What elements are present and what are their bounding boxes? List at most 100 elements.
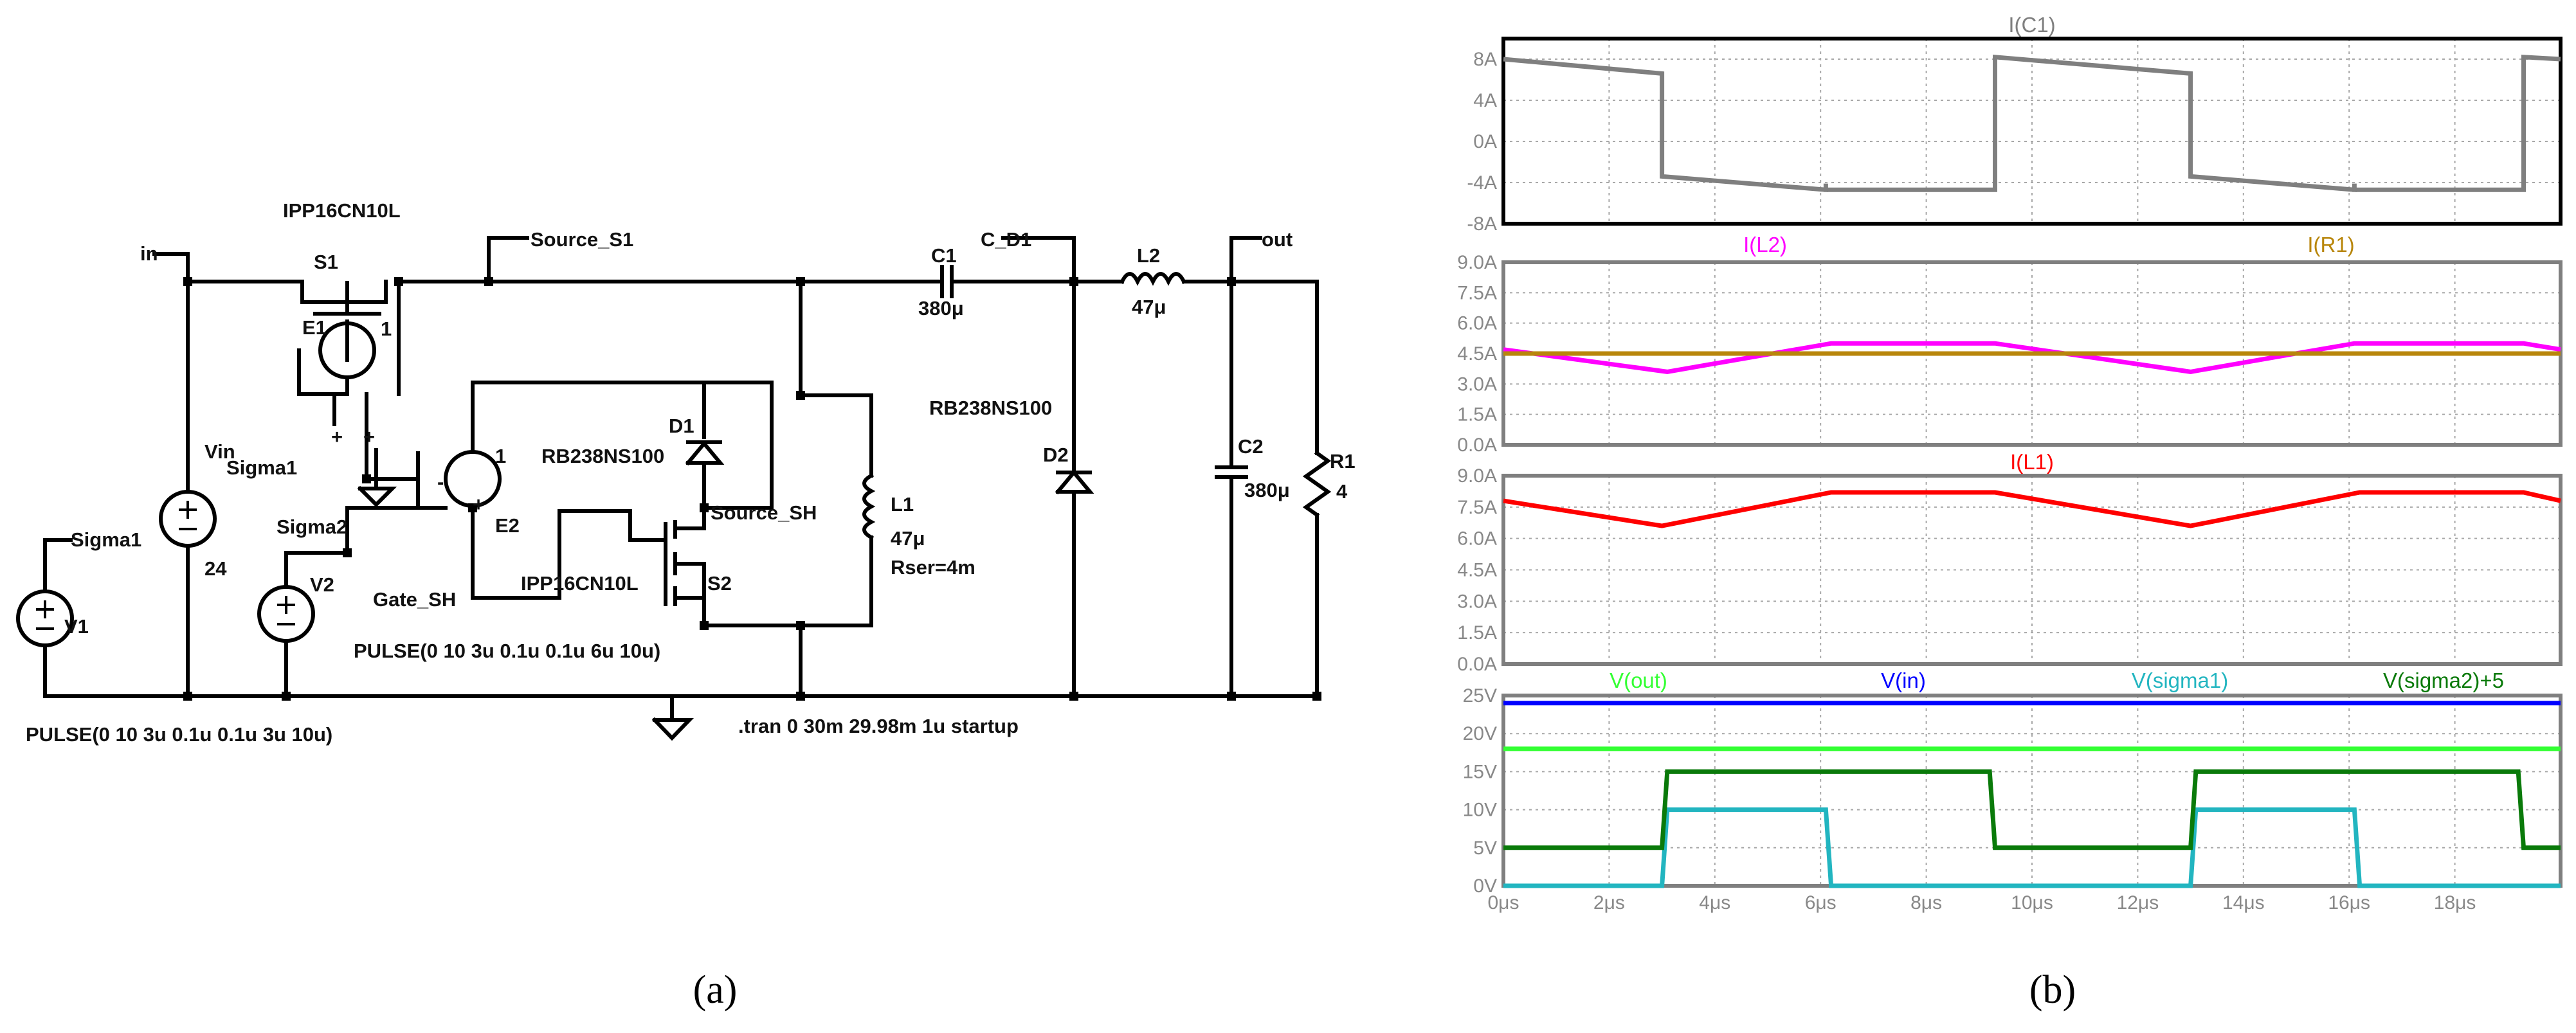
label-d1: D1 [669, 415, 694, 437]
y-tick-label: 1.5A [1457, 622, 1497, 643]
y-tick-label: 9.0A [1457, 465, 1497, 487]
y-tick-label: 0.0A [1457, 435, 1497, 456]
caption-b: (b) [2029, 968, 2076, 1012]
junction-dots [183, 277, 1321, 701]
y-tick-label: 0.0A [1457, 654, 1497, 675]
label-l2-value: 47μ [1132, 296, 1166, 318]
label-l1-rser: Rser=4m [891, 556, 975, 579]
y-tick-label: 25V [1463, 685, 1497, 706]
c1-capacitor [934, 265, 1076, 298]
label-c-d1: C_D1 [981, 228, 1031, 251]
label-vin: Vin [204, 440, 235, 463]
y-tick-label: 0V [1473, 876, 1497, 897]
label-l2: L2 [1137, 244, 1160, 267]
e1-source [297, 280, 420, 508]
y-tick-label: 6.0A [1457, 313, 1497, 334]
r1-resistor [1302, 280, 1332, 698]
label-s1: S1 [314, 251, 338, 273]
label-vin-value: 24 [204, 557, 227, 580]
legend-v-sigma2-5: V(sigma2)+5 [2383, 669, 2504, 692]
label-l1-value: 47μ [891, 527, 925, 550]
y-tick-label: 8A [1473, 49, 1497, 70]
y-tick-label: -4A [1467, 172, 1497, 193]
c2-capacitor [1215, 280, 1248, 698]
waveform-plots: 8A4A0A-4A-8A9.0A7.5A6.0A4.5A3.0A1.5A0.0A… [1457, 13, 2562, 913]
panel-frame [1501, 474, 2562, 666]
v1-source [16, 538, 74, 698]
e2-minus-mark: - [437, 471, 444, 493]
s2-mosfet [558, 506, 706, 627]
label-source-sh: Source_SH [711, 501, 817, 524]
vin-source [152, 252, 217, 698]
y-tick-label: 6.0A [1457, 528, 1497, 550]
x-tick-label: 2μs [1593, 892, 1625, 913]
label-gate-sh: Gate_SH [373, 588, 456, 611]
ground-symbol [651, 694, 694, 741]
label-s2: S2 [707, 572, 732, 595]
l2-inductor [1072, 272, 1319, 286]
x-tick-label: 18μs [2434, 892, 2476, 913]
label-source-s1: Source_S1 [531, 228, 633, 251]
series-line-i-l2- [1503, 341, 2561, 374]
x-tick-label: 6μs [1805, 892, 1837, 913]
waveform-panel-3: 9.0A7.5A6.0A4.5A3.0A1.5A0.0A [1457, 465, 2562, 675]
label-d2-model: RB238NS100 [929, 397, 1052, 419]
y-tick-label: 0A [1473, 131, 1497, 152]
label-d2: D2 [1043, 444, 1069, 466]
label-r1-value: 4 [1336, 480, 1348, 503]
label-e1-gain: 1 [381, 318, 392, 340]
circuit-schematic [16, 236, 1332, 741]
series-line-v-sigma2-5 [1503, 769, 2561, 850]
series-line-v-sigma1- [1503, 807, 2561, 888]
label-out: out [1262, 228, 1293, 251]
y-tick-label: 3.0A [1457, 591, 1497, 612]
label-v1-pulse: PULSE(0 10 3u 0.1u 0.1u 3u 10u) [26, 723, 332, 746]
y-tick-label: 1.5A [1457, 404, 1497, 426]
legend-i-l1-: I(L1) [2010, 450, 2054, 474]
d1-diode [685, 381, 774, 510]
label-sigma2: Sigma2 [277, 516, 347, 538]
waveform-panel-1: 8A 4A 0A -4A -8A [1467, 37, 2562, 235]
y-tick-label: 4A [1473, 90, 1497, 111]
label-c2: C2 [1238, 435, 1264, 458]
y-tick-label: 9.0A [1457, 252, 1497, 273]
legend-v-sigma1-: V(sigma1) [2132, 669, 2228, 692]
label-s1-model: IPP16CN10L [283, 199, 401, 222]
l1-inductor [862, 472, 876, 541]
waveform-panel-2: 9.0A7.5A6.0A4.5A3.0A1.5A0.0A [1457, 252, 2562, 456]
e2-plus-mark: + [473, 493, 484, 516]
label-s2-model: IPP16CN10L [521, 572, 639, 595]
y-tick-label: 15V [1463, 761, 1497, 782]
panel-frame [1501, 37, 2562, 226]
e1-plus-mark-2: + [363, 426, 375, 448]
legend-i-l2-: I(L2) [1743, 233, 1787, 256]
x-tick-label: 10μs [2011, 892, 2053, 913]
series-line-i-c1- [1503, 54, 2561, 192]
label-tran: .tran 0 30m 29.98m 1u startup [738, 715, 1019, 737]
series-line-i-l1- [1503, 490, 2561, 528]
e1-plus-mark: + [331, 426, 343, 448]
label-sigma1-e1: Sigma1 [226, 456, 297, 479]
y-tick-label: 5V [1473, 838, 1497, 859]
legend-v-in-: V(in) [1881, 669, 1926, 692]
x-tick-label: 12μs [2117, 892, 2159, 913]
label-e1: E1 [302, 316, 327, 339]
y-tick-label: 3.0A [1457, 373, 1497, 395]
legend-v-out-: V(out) [1610, 669, 1667, 692]
label-d1-model: RB238NS100 [541, 445, 664, 467]
y-tick-label: -8A [1467, 213, 1497, 235]
s1-mosfet [300, 280, 388, 362]
y-tick-label: 20V [1463, 723, 1497, 744]
label-e2: E2 [495, 514, 520, 537]
y-tick-label: 4.5A [1457, 343, 1497, 364]
y-tick-label: 10V [1463, 800, 1497, 821]
label-v2: V2 [310, 573, 334, 596]
label-r1: R1 [1330, 450, 1356, 472]
x-tick-label: 4μs [1699, 892, 1730, 913]
label-in: in [140, 242, 158, 265]
legend-i-c1-: I(C1) [2008, 13, 2055, 37]
label-v2-pulse: PULSE(0 10 3u 0.1u 0.1u 6u 10u) [354, 640, 660, 662]
v2-source [257, 551, 349, 698]
